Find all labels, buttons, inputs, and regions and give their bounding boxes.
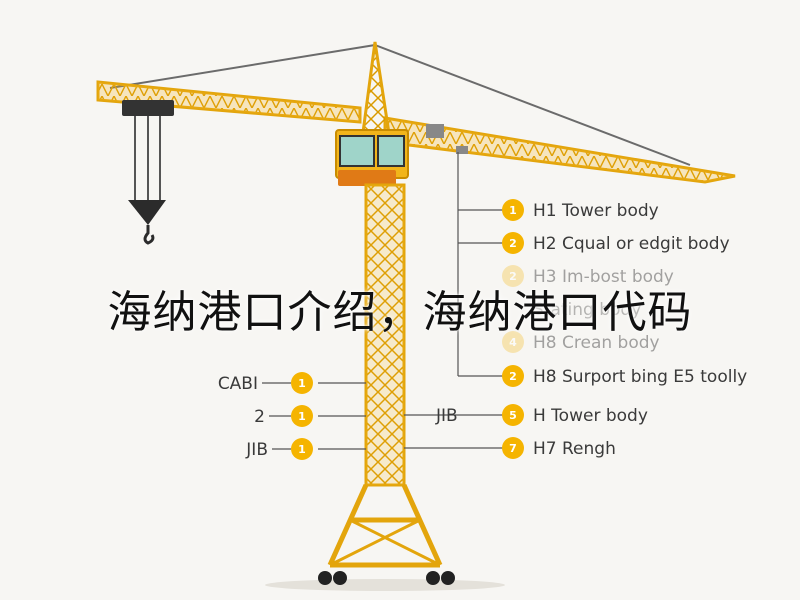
badge-num: 2 bbox=[509, 270, 517, 283]
badge-icon bbox=[502, 365, 524, 387]
tower-mast bbox=[364, 183, 406, 487]
badge-icon bbox=[502, 232, 524, 254]
callout-l2: 2 1 bbox=[254, 405, 313, 427]
callout-r2: 2 H2 Cqual or edgit body bbox=[502, 232, 730, 254]
right-leader bbox=[318, 152, 510, 450]
badge-icon bbox=[502, 437, 524, 459]
badge-num: 4 bbox=[509, 336, 517, 349]
callout-l3: JIB 1 bbox=[245, 438, 313, 460]
callout-label: Stating body bbox=[533, 300, 641, 320]
counter-jib bbox=[96, 80, 362, 124]
callout-label: H1 Tower body bbox=[533, 201, 659, 221]
badge-num: 2 bbox=[509, 370, 517, 383]
badge-icon bbox=[291, 438, 313, 460]
callout-label: H3 Im-bost body bbox=[533, 267, 674, 287]
callout-left-label: JIB bbox=[435, 406, 458, 426]
badge-icon bbox=[502, 331, 524, 353]
callout-r3: 2 H3 Im-bost body bbox=[502, 265, 674, 287]
callout-label: H7 Rengh bbox=[533, 439, 616, 459]
tower-head bbox=[360, 41, 392, 142]
badge-num: 7 bbox=[509, 442, 517, 455]
badge-num: 1 bbox=[298, 443, 306, 456]
tower-base bbox=[327, 483, 443, 568]
hook-icon bbox=[128, 200, 166, 245]
operator-cabin bbox=[335, 129, 409, 186]
callout-label: H8 Surport bing E5 toolly bbox=[533, 367, 747, 387]
badge-icon bbox=[502, 265, 524, 287]
badge-num: 1 bbox=[298, 377, 306, 390]
ground-shadow bbox=[265, 579, 505, 591]
badge-icon bbox=[291, 405, 313, 427]
trolley bbox=[122, 100, 174, 200]
badge-icon bbox=[502, 404, 524, 426]
badge-num: 2 bbox=[509, 237, 517, 250]
callout-r6: 2 H8 Surport bing E5 toolly bbox=[502, 365, 747, 387]
callout-r1: 1 H1 Tower body bbox=[502, 199, 659, 221]
support-cables bbox=[109, 44, 691, 166]
callout-r4: Stating body bbox=[533, 300, 641, 320]
badge-icon bbox=[502, 199, 524, 221]
badge-num: 1 bbox=[509, 204, 517, 217]
overlay-title: 海纳港口介绍，海纳港口代码 bbox=[107, 287, 693, 338]
callout-label: H8 Crean body bbox=[533, 333, 660, 353]
motor-box bbox=[426, 124, 444, 138]
callout-b1: JIB 5 H Tower body bbox=[435, 404, 648, 426]
callout-label: JIB bbox=[245, 440, 268, 460]
badge-num: 5 bbox=[509, 409, 517, 422]
callout-b2: 7 H7 Rengh bbox=[502, 437, 616, 459]
callout-label: CABI bbox=[218, 374, 258, 394]
callout-l1: CABI 1 bbox=[218, 372, 313, 394]
callout-label: H Tower body bbox=[533, 406, 648, 426]
callout-label: 2 bbox=[254, 407, 265, 427]
wheels bbox=[318, 571, 455, 585]
callout-label: H2 Cqual or edgit body bbox=[533, 234, 730, 254]
badge-icon bbox=[291, 372, 313, 394]
badge-num: 1 bbox=[298, 410, 306, 423]
motor-box-small bbox=[456, 146, 468, 154]
callout-r5: 4 H8 Crean body bbox=[502, 331, 660, 353]
